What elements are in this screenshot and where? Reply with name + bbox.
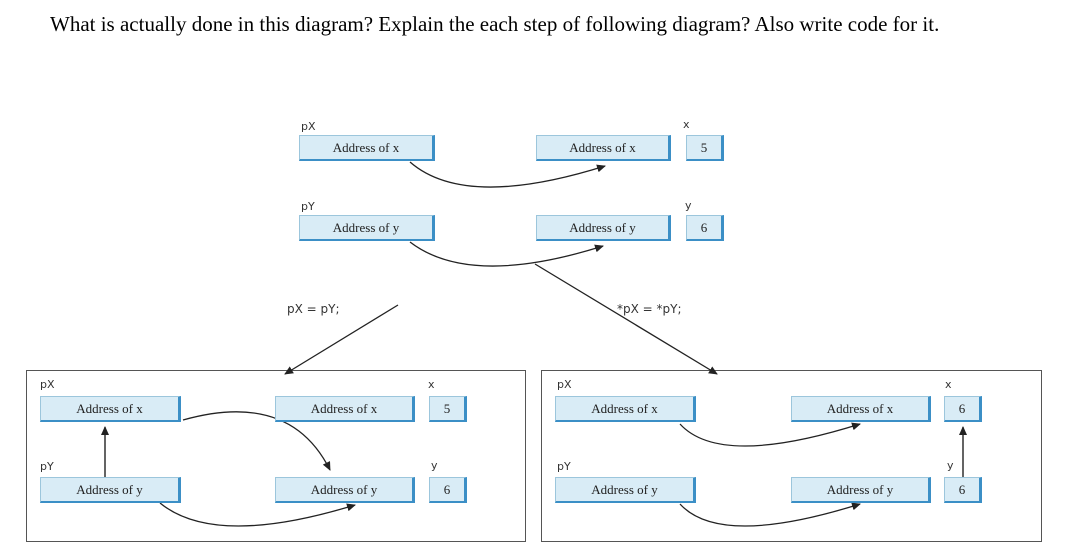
y-value-box: 6 (686, 215, 724, 241)
right-y-value-box: 6 (944, 477, 982, 503)
operation-value-assign: *pX = *pY; (617, 302, 682, 316)
right-x-address-box: Address of x (791, 396, 931, 422)
arrow-right-py-to-y (679, 502, 861, 527)
left-label-py: pY (40, 460, 54, 473)
right-label-y: y (947, 459, 954, 472)
arrow-py-to-y (409, 241, 604, 267)
left-y-address-box: Address of y (275, 477, 415, 503)
right-py-box: Address of y (555, 477, 696, 503)
right-x-value-box: 6 (944, 396, 982, 422)
left-result-panel (26, 370, 526, 542)
right-y-address-box: Address of y (791, 477, 931, 503)
operation-pointer-assign: pX = pY; (287, 302, 340, 316)
left-px-box: Address of x (40, 396, 181, 422)
left-x-address-box: Address of x (275, 396, 415, 422)
right-px-box: Address of x (555, 396, 696, 422)
left-py-box: Address of y (40, 477, 181, 503)
py-pointer-box: Address of y (299, 215, 435, 241)
arrow-left-px-to-y (182, 411, 331, 471)
x-address-box: Address of x (536, 135, 671, 161)
right-label-py: pY (557, 460, 571, 473)
left-y-value-box: 6 (429, 477, 467, 503)
right-label-x: x (945, 378, 952, 391)
px-pointer-box: Address of x (299, 135, 435, 161)
question-text: What is actually done in this diagram? E… (50, 12, 940, 36)
left-label-px: pX (40, 378, 55, 391)
right-label-px: pX (557, 378, 572, 391)
arrow-right-px-to-x (679, 422, 861, 447)
label-py: pY (301, 200, 315, 213)
label-x: x (683, 118, 690, 131)
arrow-to-right-result (534, 263, 718, 375)
right-result-panel (541, 370, 1042, 542)
label-y: y (685, 199, 692, 212)
arrow-to-left-result (284, 304, 399, 375)
arrow-left-py-to-y (159, 502, 356, 527)
label-px: pX (301, 120, 316, 133)
left-x-value-box: 5 (429, 396, 467, 422)
left-label-y: y (431, 459, 438, 472)
x-value-box: 5 (686, 135, 724, 161)
arrow-px-to-x (409, 161, 606, 188)
y-address-box: Address of y (536, 215, 671, 241)
left-label-x: x (428, 378, 435, 391)
